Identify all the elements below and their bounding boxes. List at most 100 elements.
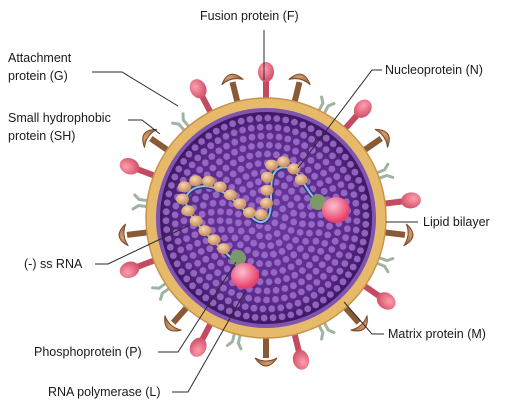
matrix-dot	[196, 166, 204, 174]
matrix-dot	[322, 134, 330, 142]
matrix-dot	[283, 144, 291, 152]
matrix-dot	[293, 194, 301, 202]
matrix-dot	[308, 221, 315, 228]
matrix-dot	[331, 237, 339, 245]
matrix-dot	[317, 220, 325, 228]
matrix-dot	[312, 301, 320, 309]
matrix-dot	[230, 159, 237, 167]
leader-polymerase	[172, 289, 247, 393]
small-hydrophobic-stem	[225, 330, 243, 351]
matrix-dot	[234, 310, 242, 318]
matrix-dot	[178, 268, 185, 275]
matrix-dot	[287, 201, 295, 209]
spike-head	[374, 128, 390, 148]
matrix-dot	[302, 296, 310, 304]
matrix-dot	[191, 231, 199, 239]
fusion-protein-spike	[189, 79, 215, 117]
matrix-dot	[322, 146, 330, 154]
matrix-dot	[231, 138, 239, 146]
matrix-dot	[175, 165, 183, 173]
matrix-dot	[341, 153, 349, 161]
nucleoprotein-bead	[287, 163, 301, 175]
matrix-dot	[339, 166, 347, 174]
matrix-dot	[248, 143, 255, 150]
matrix-dot	[290, 282, 297, 290]
matrix-dot	[225, 307, 233, 315]
matrix-dot	[282, 256, 290, 263]
matrix-dot	[317, 286, 325, 294]
matrix-dot	[273, 198, 280, 206]
rna-polymerase-2	[322, 197, 350, 223]
matrix-dot	[265, 233, 272, 241]
spike-head	[353, 99, 372, 118]
matrix-dot	[207, 142, 215, 150]
matrix-dot	[348, 244, 356, 251]
matrix-dot	[320, 273, 327, 280]
matrix-dot	[328, 246, 336, 253]
matrix-dot	[222, 132, 230, 140]
leader-nucleoprotein	[297, 69, 382, 169]
matrix-dot	[274, 124, 282, 132]
matrix-dot	[231, 234, 239, 242]
label-lipid-bilayer: Lipid bilayer	[423, 215, 490, 229]
nucleoprotein-bead	[260, 197, 273, 209]
small-hydrophobic-stem	[373, 255, 395, 274]
matrix-dot	[297, 202, 305, 210]
spike-head	[350, 315, 368, 332]
matrix-dot	[198, 138, 206, 145]
matrix-dot	[313, 279, 321, 286]
matrix-dot	[339, 242, 347, 250]
spike-stem	[126, 229, 152, 238]
label-ss-rna: (-) ss RNA	[24, 257, 83, 271]
matrix-dot	[248, 227, 256, 235]
matrix-dot	[209, 164, 217, 172]
matrix-dot	[274, 277, 282, 285]
nucleoprotein-bead	[189, 215, 203, 227]
small-hydrophobic-stem	[316, 319, 336, 341]
matrix-dot	[286, 175, 293, 182]
matrix-dot	[171, 211, 179, 219]
matrix-dot	[312, 255, 319, 262]
matrix-dot	[352, 226, 360, 234]
matrix-dot	[324, 281, 332, 288]
matrix-dot	[333, 173, 341, 181]
matrix-dot	[340, 189, 348, 197]
matrix-dot	[316, 152, 323, 160]
spike-stem	[134, 256, 159, 271]
matrix-dot	[292, 128, 299, 136]
spike-head	[376, 292, 396, 310]
matrix-dot	[245, 162, 253, 170]
matrix-dot	[326, 266, 333, 274]
matrix-dot	[194, 259, 202, 267]
matrix-dot	[353, 217, 361, 225]
matrix-dot	[341, 260, 349, 267]
matrix-dot	[294, 299, 302, 307]
matrix-dot	[188, 161, 196, 169]
matrix-dot	[308, 245, 315, 253]
matrix-dot	[186, 243, 193, 251]
matrix-dot	[243, 234, 250, 242]
attachment-protein-spike	[254, 334, 278, 367]
matrix-dot	[308, 212, 316, 219]
matrix-dot	[281, 294, 288, 302]
matrix-dot	[254, 160, 262, 168]
matrix-dot	[261, 269, 269, 277]
matrix-dot	[189, 282, 196, 290]
matrix-dot	[258, 242, 266, 250]
matrix-dot	[362, 220, 370, 228]
matrix-dot	[250, 239, 257, 247]
matrix-dot	[296, 229, 304, 236]
nucleoprotein-bead	[207, 234, 221, 246]
matrix-dot	[334, 159, 342, 167]
matrix-dot	[180, 158, 188, 165]
matrix-dot	[312, 237, 320, 245]
matrix-dot	[212, 127, 220, 135]
matrix-dot	[298, 278, 305, 286]
matrix-dot	[265, 278, 273, 286]
matrix-dot	[255, 151, 262, 158]
small-hydrophobic-protein	[171, 112, 192, 134]
matrix-dot	[284, 135, 292, 143]
matrix-dot	[207, 262, 215, 270]
matrix-dot	[226, 208, 233, 216]
small-hydrophobic-protein	[225, 330, 243, 351]
